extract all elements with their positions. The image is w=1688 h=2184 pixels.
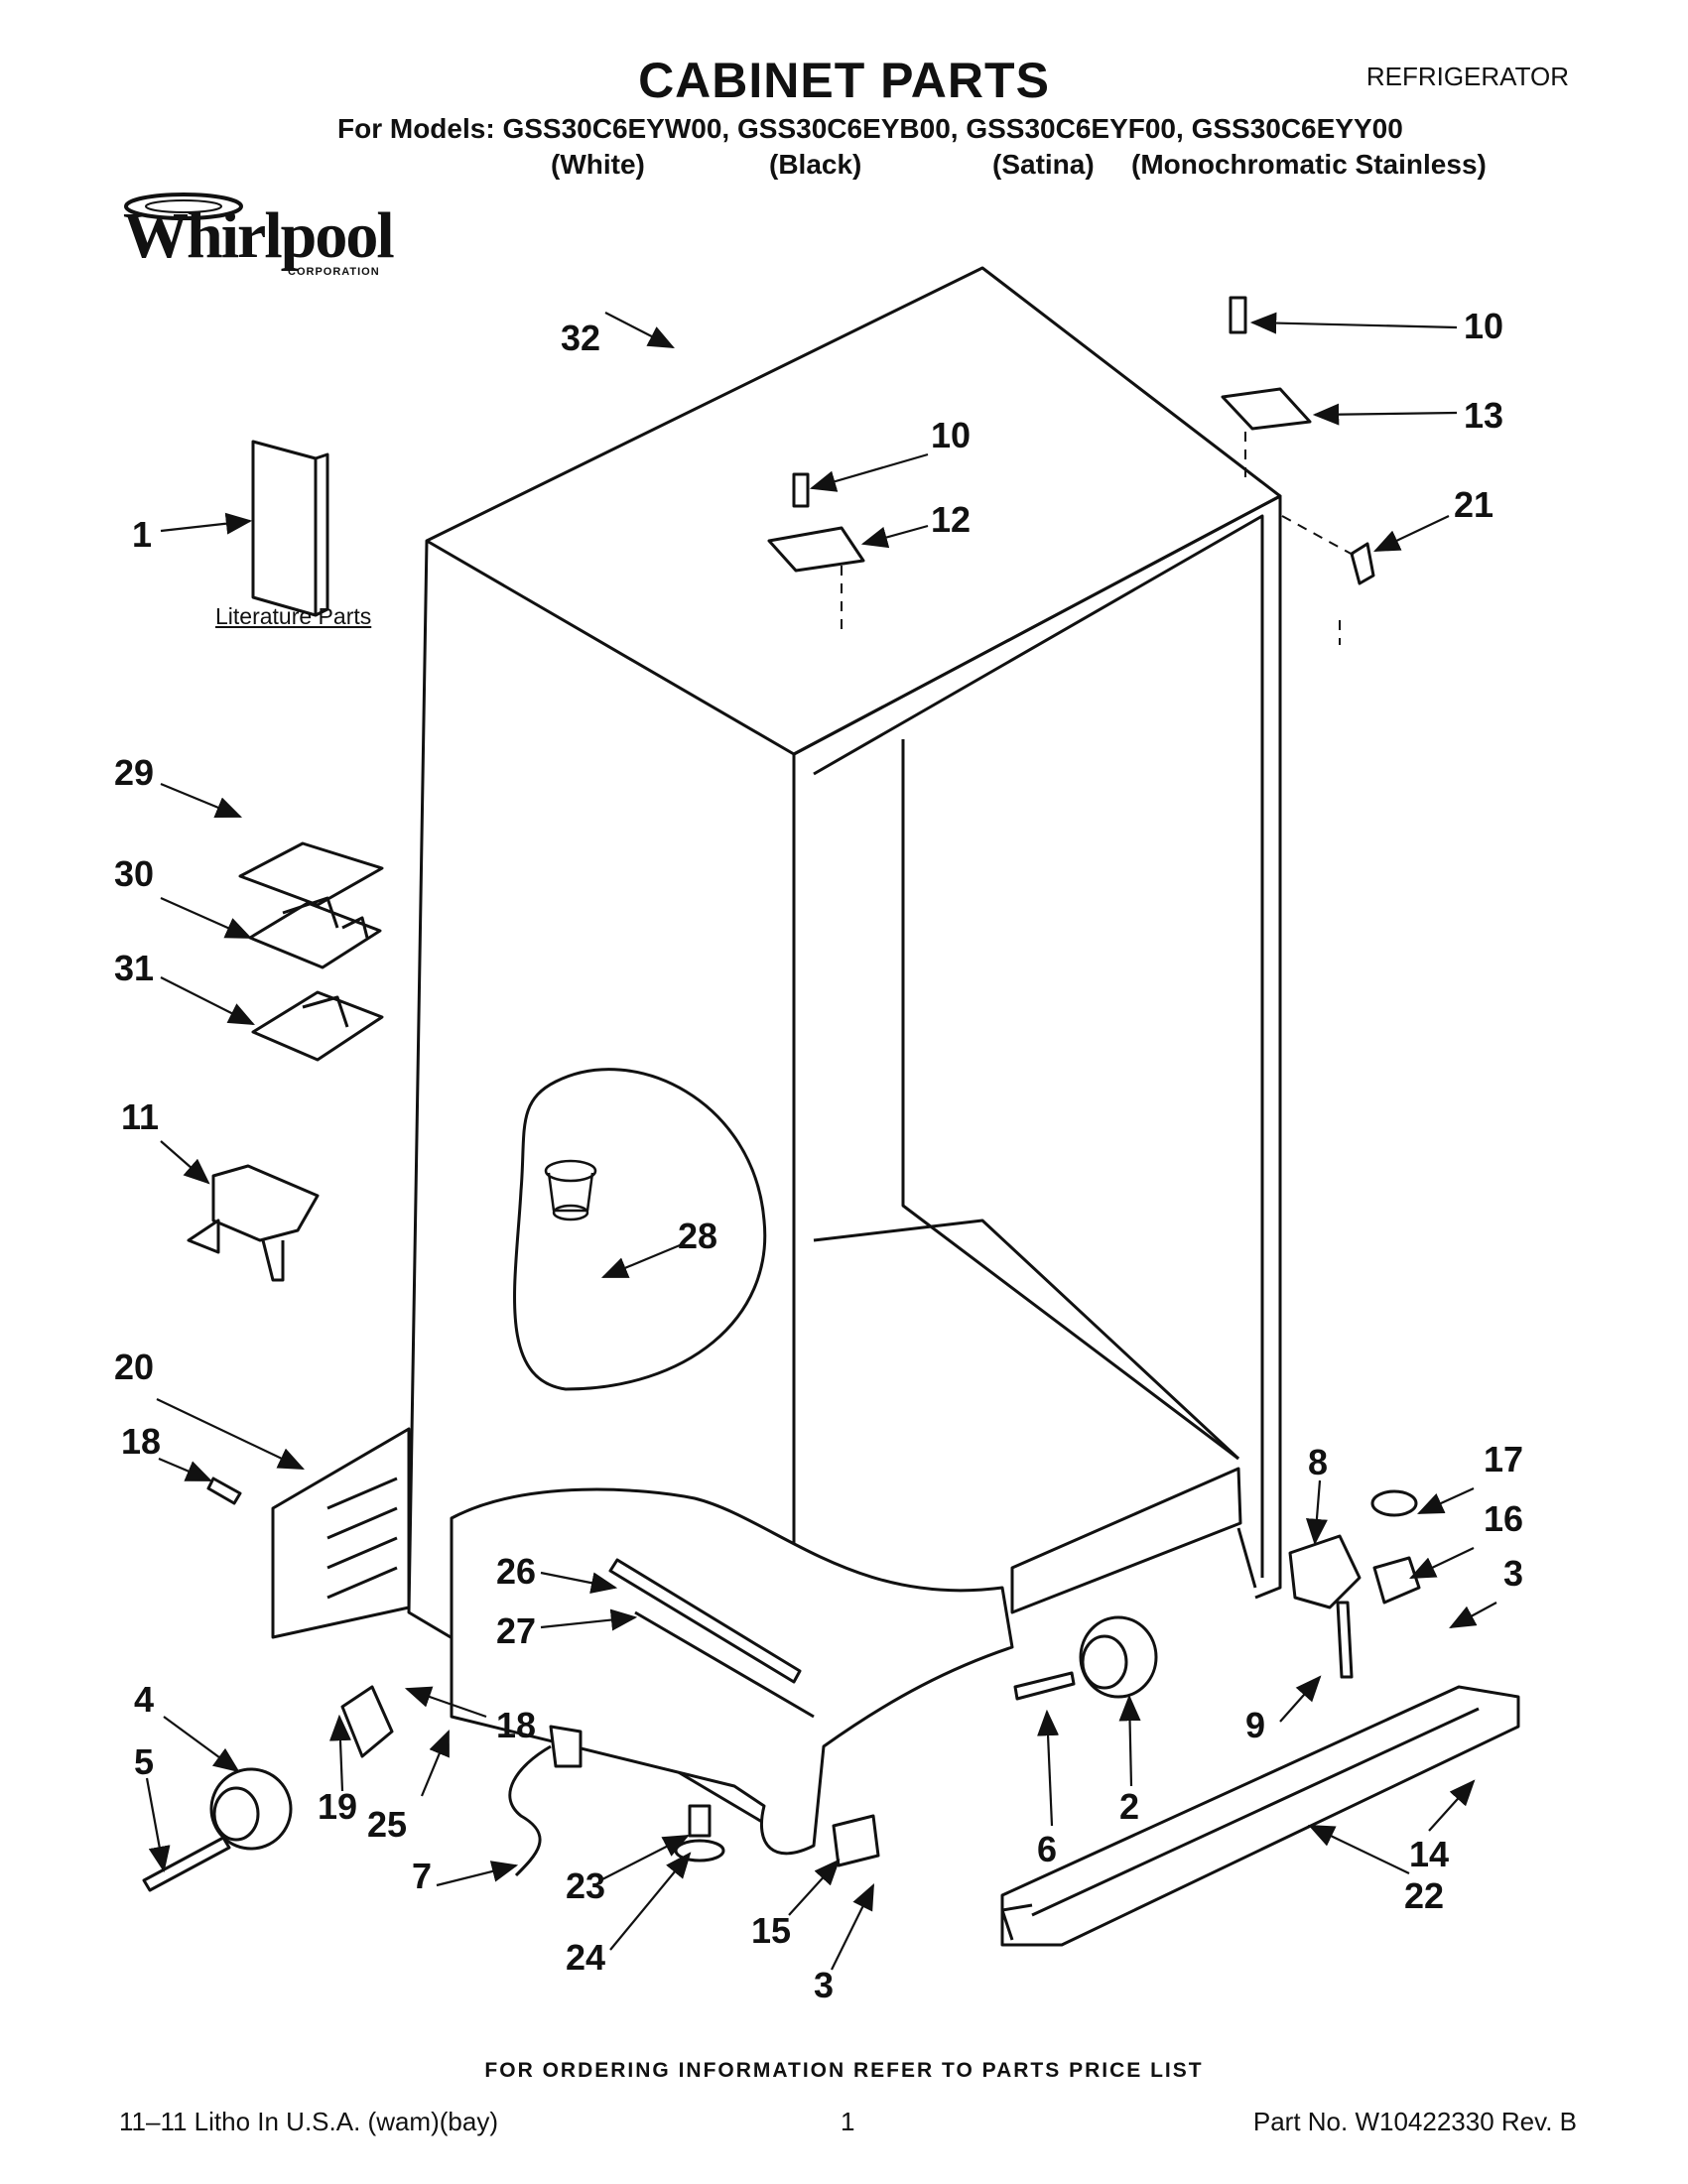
variant-stainless: (Monochromatic Stainless) (1131, 149, 1487, 180)
callout-12: 12 (931, 499, 972, 540)
hinge-13 (1221, 387, 1312, 431)
screw-10-top (792, 472, 810, 508)
logo-swoosh-icon (124, 193, 243, 220)
callout-11: 11 (121, 1096, 160, 1137)
callout-10-center: 10 (931, 415, 972, 455)
part-16 (1372, 1556, 1421, 1605)
callout-17: 17 (1484, 1439, 1524, 1479)
variant-satina: (Satina) (992, 149, 1095, 180)
lower-cutaway-view (450, 1487, 1014, 1856)
litho-info: 11–11 Litho In U.S.A. (wam)(bay) (119, 2107, 498, 2136)
callout-18-left: 18 (121, 1421, 162, 1462)
appliance-category: REFRIGERATOR (1365, 62, 1569, 91)
brand-logo: Whirlpool (123, 199, 395, 272)
literature-parts-label: Literature Parts (215, 603, 372, 629)
callout-14: 14 (1409, 1834, 1450, 1874)
bracket-19 (340, 1685, 394, 1758)
pin-9 (1336, 1601, 1354, 1679)
callout-29: 29 (114, 752, 155, 793)
bracket-15 (832, 1814, 880, 1867)
callout-4: 4 (134, 1679, 155, 1720)
part-17 (1370, 1489, 1418, 1517)
callout-8: 8 (1308, 1442, 1329, 1482)
callout-27: 27 (496, 1610, 537, 1651)
hinge-12 (767, 526, 865, 573)
callout-22: 22 (1404, 1875, 1445, 1916)
callout-24: 24 (566, 1937, 606, 1978)
literature-parts (251, 440, 318, 617)
callout-3-bottom: 3 (814, 1965, 835, 2005)
screw-18-left (206, 1477, 242, 1505)
callout-2: 2 (1119, 1786, 1140, 1827)
page-number: 1 (841, 2107, 855, 2136)
part-31-board (251, 990, 384, 1062)
callout-5: 5 (134, 1741, 155, 1782)
part-29-cover (238, 841, 384, 907)
cabinet-shell (407, 266, 1282, 1843)
drain-tube-7 (508, 1744, 552, 1877)
callout-23: 23 (566, 1865, 606, 1906)
callout-18-bottom: 18 (496, 1705, 537, 1745)
variant-black: (Black) (769, 149, 862, 180)
callout-6: 6 (1037, 1829, 1058, 1869)
variant-white: (White) (551, 149, 645, 180)
callout-25: 25 (367, 1804, 408, 1845)
cutaway-view-28 (513, 1068, 767, 1391)
callout-21: 21 (1454, 484, 1494, 525)
tube-27 (634, 1610, 815, 1719)
callout-13: 13 (1464, 395, 1504, 436)
callout-1: 1 (132, 514, 153, 555)
water-valve-11 (211, 1164, 320, 1242)
callout-28: 28 (678, 1216, 718, 1256)
callout-30: 30 (114, 853, 155, 894)
callout-15: 15 (751, 1910, 792, 1951)
callout-16: 16 (1484, 1498, 1524, 1539)
callout-19: 19 (318, 1786, 358, 1827)
callout-26: 26 (496, 1551, 537, 1592)
drain-pan-part (544, 1159, 597, 1221)
callout-20: 20 (114, 1347, 155, 1387)
ordering-info: FOR ORDERING INFORMATION REFER TO PARTS … (484, 2059, 1204, 2082)
page-title: CABINET PARTS (638, 53, 1050, 108)
part-21 (1350, 542, 1375, 585)
axle-6 (1013, 1671, 1076, 1701)
callout-32: 32 (561, 318, 601, 358)
washer-24 (674, 1839, 725, 1863)
part-number: Part No. W10422330 Rev. B (1252, 2107, 1577, 2136)
callout-leaders (145, 312, 1497, 1971)
brand-logo-sub: CORPORATION (288, 266, 380, 278)
axle-5 (142, 1836, 231, 1892)
tube-26 (608, 1558, 802, 1684)
callout-3-right: 3 (1503, 1553, 1524, 1594)
screw-23 (688, 1804, 712, 1838)
callout-10-top-right: 10 (1464, 306, 1504, 346)
screw-10-top-right (1229, 296, 1247, 334)
model-list: For Models: GSS30C6EYW00, GSS30C6EYB00, … (337, 113, 1403, 144)
callout-7: 7 (412, 1856, 433, 1896)
part-30-board (248, 901, 382, 969)
hinge-bracket-8 (1288, 1534, 1362, 1609)
callout-31: 31 (114, 948, 155, 988)
callout-9: 9 (1245, 1705, 1266, 1745)
